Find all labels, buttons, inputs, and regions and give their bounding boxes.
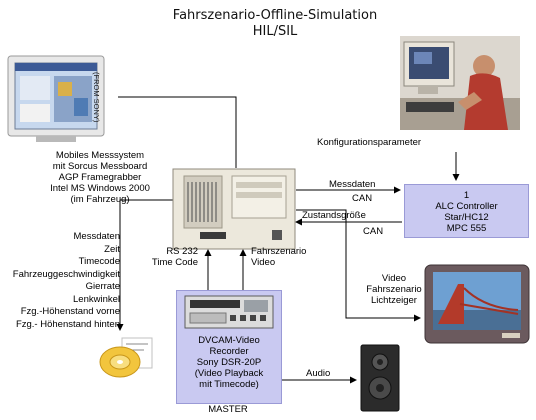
alc-controller-box: 1 ALC Controller Star/HC12 MPC 555	[404, 184, 529, 238]
data-item: Lenkwinkel	[73, 293, 120, 305]
audio-label: Audio	[306, 368, 331, 379]
alc-line-3: Star/HC12	[444, 212, 489, 223]
recorder-line-1: DVCAM-Video	[198, 335, 260, 346]
line-computer-to-display	[296, 209, 421, 322]
data-item: Fzg.-Höhenstand vorne	[20, 306, 120, 317]
display-line-2: Fahrszenario	[366, 284, 422, 295]
timecode-text: Time Code	[151, 257, 198, 268]
line-computer-to-cd	[116, 199, 175, 331]
dvcam-recorder-box: DVCAM-Video Recorder Sony DSR-20P (Video…	[176, 290, 282, 404]
data-item: Gierrate	[85, 281, 120, 292]
data-item: Fzg.- Höhenstand hinten	[15, 318, 120, 330]
recorder-caption: DVCAM-Video Recorder Sony DSR-20P (Video…	[177, 335, 281, 390]
line-monitor-to-computer	[118, 96, 237, 168]
alc-line-2: ALC Controller	[435, 201, 498, 212]
tv-icon	[424, 264, 530, 344]
measurement-data-list: Messdaten Zeit Timecode Fahrzeuggeschwin…	[2, 231, 120, 331]
mobile-monitor-image: (FROM SONY)	[6, 54, 124, 146]
fahrszenario-text: Fahrszenario	[251, 246, 307, 257]
zustandsgroesse-label: Zustandsgröße	[302, 210, 366, 221]
scenario-video-label: Fahrszenario Video	[251, 246, 306, 268]
title-line-1: Fahrszenario-Offline-Simulation	[172, 8, 378, 23]
mobile-line-3: AGP Framegrabber	[58, 172, 142, 183]
mobile-line-1: Mobiles Messsystem	[55, 150, 145, 161]
speaker-icon	[360, 344, 400, 412]
computer-icon	[172, 168, 296, 250]
data-item: Fahrzeuggeschwindigkeit	[12, 268, 120, 280]
monitor-icon	[7, 55, 105, 142]
can-label-bottom: CAN	[363, 226, 384, 237]
workstation-image	[400, 36, 520, 130]
mobile-line-2: mit Sorcus Messboard	[52, 161, 148, 172]
rs232-label: RS 232 Time Code	[130, 246, 198, 268]
central-computer-image	[172, 168, 296, 250]
display-line-3: Lichtzeiger	[371, 295, 417, 306]
display-line-1: Video	[381, 273, 407, 284]
recorder-line-2: Recorder	[209, 346, 249, 357]
recorder-line-5: mit Timecode)	[199, 379, 259, 390]
alc-line-4: MPC 555	[446, 223, 487, 234]
rs232-text: RS 232	[166, 246, 198, 257]
recorder-line-3: Sony DSR-20P	[196, 357, 262, 368]
cd-icon	[99, 337, 153, 378]
alc-line-1: 1	[463, 190, 470, 201]
mobile-system-caption: Mobiles Messsystem mit Sorcus Messboard …	[30, 150, 170, 205]
config-params-label: Konfigurationsparameter	[317, 137, 422, 148]
video-text: Video	[251, 257, 276, 268]
title-line-2: HIL/SIL	[252, 24, 298, 39]
display-caption: Video Fahrszenario Lichtzeiger	[354, 273, 434, 306]
data-item: Zeit	[104, 243, 120, 255]
can-label-top: CAN	[352, 193, 373, 204]
diagram-title: Fahrszenario-Offline-Simulation HIL/SIL	[140, 8, 410, 40]
mobile-line-5: (im Fahrzeug)	[70, 194, 130, 205]
monitor-vendor-tag: (FROM SONY)	[92, 72, 101, 123]
data-item: Timecode	[78, 256, 120, 267]
speaker-image	[360, 344, 400, 414]
cd-storage-image	[98, 334, 156, 380]
master-label: MASTER	[208, 404, 248, 415]
vcr-icon	[184, 295, 274, 329]
data-item: Messdaten	[73, 231, 120, 242]
video-display-image	[424, 264, 530, 344]
recorder-line-4: (Video Playback	[194, 368, 264, 379]
messdaten-label: Messdaten	[329, 179, 376, 190]
mobile-line-4: Intel MS Windows 2000	[50, 183, 150, 194]
operator-icon	[400, 36, 520, 130]
